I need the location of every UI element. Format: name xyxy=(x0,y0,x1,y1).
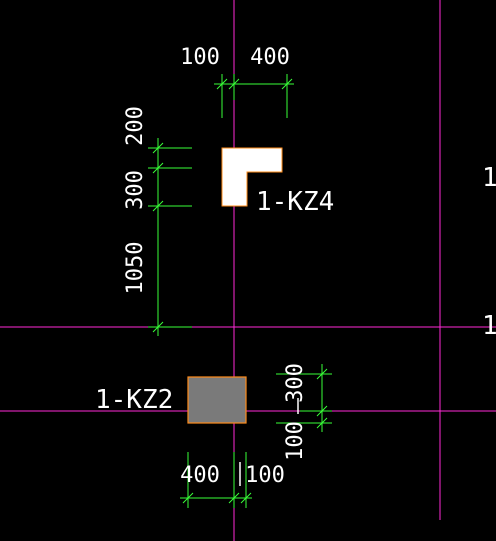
dim-text-bottom-right: 100 xyxy=(245,463,285,488)
dim-tick-bottom-3 xyxy=(240,492,252,504)
column-label-kz4[interactable]: 1-KZ4 xyxy=(256,187,334,217)
dim-tick-left-4 xyxy=(152,321,164,333)
dim-tick-top-2 xyxy=(228,78,240,90)
column-labels: 1-KZ4 1-KZ2 1- 1- xyxy=(95,163,496,415)
dim-text-left-2: 300 xyxy=(123,170,148,210)
dimension-texts: 100 400 200 300 1050 300 100 400 100 xyxy=(123,45,308,488)
dim-text-top-left: 100 xyxy=(180,45,220,70)
column-kz2-shape[interactable] xyxy=(187,376,247,424)
dim-text-left-3: 1050 xyxy=(123,242,148,295)
axis-edge-label-top: 1- xyxy=(482,163,496,193)
dim-text-left-1: 200 xyxy=(123,106,148,146)
dimension-separators xyxy=(239,398,299,486)
axis-edge-label-bottom: 1- xyxy=(482,311,496,341)
dim-tick-bottom-1 xyxy=(182,492,194,504)
dim-tick-left-1 xyxy=(152,142,164,154)
dim-text-bottom-left: 400 xyxy=(180,463,220,488)
dim-text-right-2: 100 xyxy=(283,421,308,461)
dim-tick-top-3 xyxy=(281,78,293,90)
dimension-lines xyxy=(148,74,332,508)
dim-tick-left-2 xyxy=(152,162,164,174)
column-label-kz2[interactable]: 1-KZ2 xyxy=(95,385,173,415)
dim-tick-right-2 xyxy=(316,405,328,417)
dim-text-right-1: 300 xyxy=(283,363,308,403)
column-kz4-shape[interactable] xyxy=(221,147,283,207)
dim-text-top-right: 400 xyxy=(250,45,290,70)
dim-tick-bottom-2 xyxy=(228,492,240,504)
dim-tick-left-3 xyxy=(152,200,164,212)
dim-tick-top-1 xyxy=(216,78,228,90)
dim-tick-right-1 xyxy=(316,368,328,380)
dim-tick-right-3 xyxy=(316,417,328,429)
